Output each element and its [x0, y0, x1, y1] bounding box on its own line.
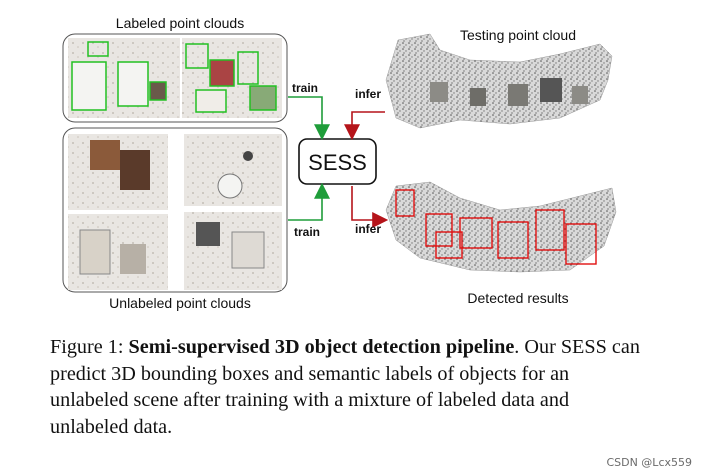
caption-label: Figure 1: [50, 336, 124, 358]
infer-arrow-top [344, 111, 385, 141]
sess-box [298, 138, 377, 185]
train-arrow-top [288, 96, 330, 141]
unlabeled-title: Unlabeled point clouds [109, 295, 251, 311]
caption-body: . Our SESS can predict 3D bounding boxes… [50, 336, 640, 438]
figure-caption: Figure 1: Semi-supervised 3D object dete… [50, 334, 650, 440]
train-label-top: train [292, 81, 318, 95]
pipeline-diagram: Labeled point clouds Unlabeled point clo… [62, 15, 617, 311]
pipeline-figure: Labeled point clouds Unlabeled point clo… [62, 15, 617, 311]
sess-label: SESS [308, 150, 367, 175]
labeled-title: Labeled point clouds [116, 15, 244, 31]
infer-label-bottom: infer [355, 222, 381, 236]
caption-bold-title: Semi-supervised 3D object detection pipe… [128, 336, 515, 358]
train-label-bottom: train [294, 225, 320, 239]
testing-objects [430, 78, 588, 106]
infer-arrow-bottom [351, 186, 389, 228]
train-arrow-bottom [288, 182, 330, 221]
csdn-watermark: CSDN @Lcx559 [606, 456, 692, 469]
detected-boxes [395, 189, 597, 265]
testing-title: Testing point cloud [460, 27, 576, 43]
testing-point-cloud [385, 33, 613, 129]
labeled-scene [68, 38, 282, 118]
detected-title: Detected results [467, 290, 568, 306]
unlabeled-scenes [68, 134, 282, 290]
infer-label-top: infer [355, 87, 381, 101]
